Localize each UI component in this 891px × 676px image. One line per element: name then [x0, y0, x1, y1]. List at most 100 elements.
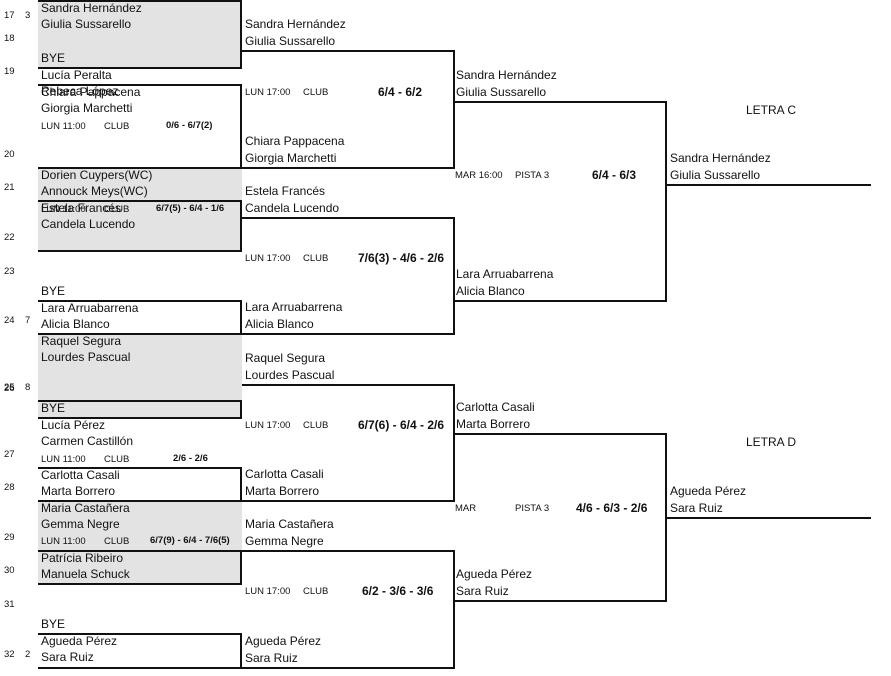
draw-letter: LETRA C [746, 103, 797, 117]
round1-line [38, 633, 242, 635]
player-name-bye: BYE [41, 617, 66, 631]
match-score: 7/6(3) - 4/6 - 2/6 [358, 251, 445, 265]
r2-player-name: Estela Francés [245, 184, 326, 198]
round3-line [455, 101, 667, 103]
match-day: LUN 17:00 [245, 420, 291, 431]
r2-player-name: Chiara Pappacena [245, 134, 345, 148]
player-name: Giulia Sussarello [41, 17, 132, 31]
player-name: Lara Arruabarrena [41, 301, 139, 315]
r3-player-name: Sara Ruiz [456, 584, 509, 598]
match-day: LUN 17:00 [245, 253, 291, 264]
round1-connector [240, 633, 242, 669]
match-score: 4/6 - 6/3 - 2/6 [576, 501, 648, 515]
player-name: Lourdes Pascual [41, 350, 131, 364]
round1-line [38, 0, 242, 2]
round1-line [38, 84, 242, 86]
round1-connector [240, 467, 242, 502]
seed-shade [38, 500, 242, 583]
round1-connector [240, 400, 242, 419]
round2-line [242, 500, 455, 502]
round1-connector [240, 300, 242, 335]
player-name-bye: BYE [41, 284, 66, 298]
draw-position: 29 [4, 532, 15, 543]
player-name: Chiara Pappacena [41, 85, 141, 99]
seed-number: 7 [25, 315, 31, 326]
match-day: LUN 11:00 [41, 454, 86, 465]
draw-position: 32 [4, 649, 15, 660]
r2-player-name: Giulia Sussarello [245, 34, 336, 48]
round2-connector [453, 50, 455, 169]
r2-player-name: Marta Borrero [245, 484, 320, 498]
round3-line [455, 300, 667, 302]
player-name: Lucía Peralta [41, 68, 112, 82]
player-name: Giorgia Marchetti [41, 101, 133, 115]
draw-position: 18 [4, 33, 15, 44]
r2-player-name: Gemma Negre [245, 534, 324, 548]
match-day: LUN 17:00 [245, 87, 291, 98]
r2-player-name: Maria Castañera [245, 517, 334, 531]
round1-line [38, 417, 242, 419]
r2-player-name: Sara Ruiz [245, 651, 298, 665]
draw-position: 22 [4, 232, 15, 243]
draw-position: 24 [4, 315, 15, 326]
round1-line [38, 333, 242, 335]
r2-player-name: Carlotta Casali [245, 467, 324, 481]
round2-line [242, 550, 455, 552]
round1-line [38, 467, 242, 469]
match-day: LUN 17:00 [245, 586, 291, 597]
seed-number: 3 [25, 10, 31, 21]
r3-player-name: Carlotta Casali [456, 400, 535, 414]
player-name: Carmen Castillón [41, 434, 134, 448]
match-day: LUN 11:00 [41, 536, 86, 547]
round2-connector [453, 217, 455, 335]
draw-position: 31 [4, 599, 15, 610]
round2-line [242, 333, 455, 335]
player-name: Candela Lucendo [41, 217, 136, 231]
player-name: Maria Castañera [41, 501, 130, 515]
round3-connector [665, 101, 667, 302]
player-name: Annouck Meys(WC) [41, 184, 148, 198]
winner-name: Sandra Hernández [670, 151, 771, 165]
draw-position: 20 [4, 149, 15, 160]
player-name: Patrícia Ribeiro [41, 551, 124, 565]
seed-number: 8 [25, 382, 31, 393]
draw-position: 17 [4, 10, 15, 21]
match-court: PISTA 3 [515, 170, 550, 181]
round2-connector [453, 550, 455, 669]
round1-line [38, 583, 242, 585]
match-score: 6/7(5) - 6/4 - 1/6 [156, 203, 225, 214]
match-court: CLUB [303, 420, 329, 431]
match-score: 6/2 - 3/6 - 3/6 [362, 584, 434, 598]
player-name: Agueda Pérez [41, 634, 118, 648]
match-court: PISTA 3 [515, 503, 550, 514]
draw-position: 21 [4, 182, 15, 193]
match-court: CLUB [104, 454, 130, 465]
match-day: LUN 11:00 [41, 121, 86, 132]
match-day: MAR 16:00 [455, 170, 503, 181]
seed-shade [38, 333, 242, 417]
match-court: CLUB [303, 586, 329, 597]
round1-connector [240, 550, 242, 585]
r2-player-name: Candela Lucendo [245, 201, 340, 215]
round1-line [38, 550, 242, 552]
player-name: Manuela Schuck [41, 567, 130, 581]
winner-name: Giulia Sussarello [670, 168, 761, 182]
match-court: CLUB [303, 87, 329, 98]
seed-shade [38, 0, 242, 67]
round2-line [242, 50, 455, 52]
round2-line [242, 667, 455, 669]
player-name: Carlotta Casali [41, 468, 120, 482]
match-court: CLUB [104, 204, 130, 215]
draw-position: 25 [4, 382, 15, 393]
r2-player-name: Raquel Segura [245, 351, 326, 365]
r3-player-name: Sandra Hernández [456, 68, 557, 82]
match-score: 0/6 - 6/7(2) [166, 120, 213, 131]
r3-player-name: Marta Borrero [456, 417, 531, 431]
player-name: Estela Francés [41, 201, 122, 215]
player-name: Sara Ruiz [41, 650, 94, 664]
match-score: 6/4 - 6/3 [592, 168, 637, 182]
r2-player-name: Lara Arruabarrena [245, 300, 343, 314]
draw-letter: LETRA D [746, 435, 797, 449]
round1-connector [240, 0, 242, 69]
draw-position: 30 [4, 565, 15, 576]
